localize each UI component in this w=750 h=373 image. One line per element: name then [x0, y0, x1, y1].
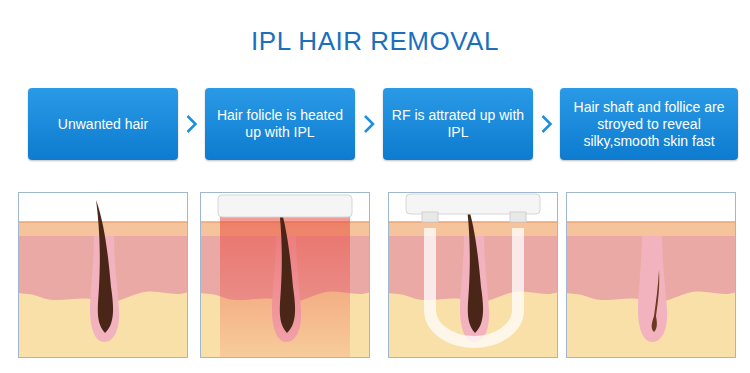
- step-box: Hair folicle is heated up with IPL: [205, 88, 355, 160]
- chevron-path: [365, 116, 373, 132]
- step-box: Hair shaft and follice are stroyed to re…: [560, 88, 738, 160]
- diagram-title: IPL HAIR REMOVAL: [0, 26, 750, 57]
- step-text: Unwanted hair: [58, 116, 148, 133]
- skin-panel-1: [18, 192, 188, 358]
- skin-panel-4: [566, 192, 736, 358]
- chevron-arrow: [188, 116, 196, 132]
- skin-panel-2: [200, 192, 370, 358]
- skin-panel-3: [388, 192, 558, 358]
- step-text: Hair folicle is heated up with IPL: [213, 107, 347, 141]
- chevron-path: [543, 116, 551, 132]
- step-box: RF is attrated up with IPL: [383, 88, 533, 160]
- step-text: Hair shaft and follice are stroyed to re…: [568, 99, 730, 150]
- chevron-path: [188, 116, 196, 132]
- step-text: RF is attrated up with IPL: [391, 107, 525, 141]
- chevron-arrow: [543, 116, 551, 132]
- step-box: Unwanted hair: [28, 88, 178, 160]
- chevron-arrow: [365, 116, 373, 132]
